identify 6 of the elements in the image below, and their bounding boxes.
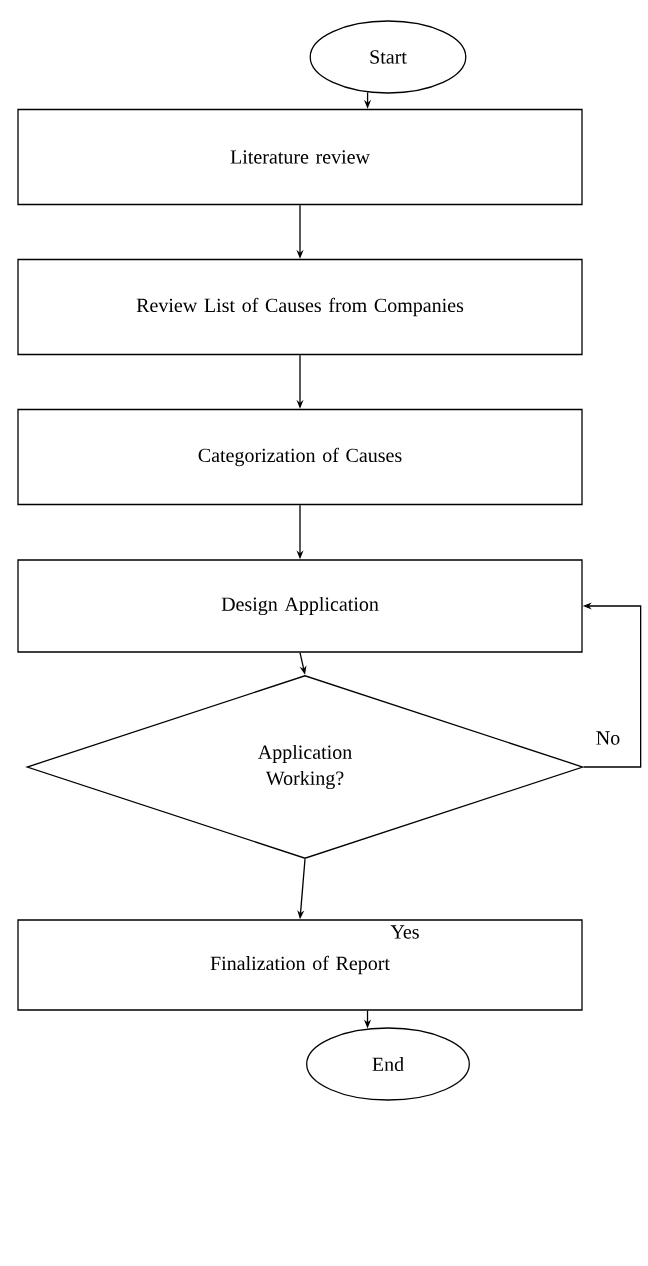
- process-box: Literature review: [17, 108, 583, 206]
- process-box: Categorization of Causes: [17, 408, 583, 506]
- process-box: Design Application: [17, 559, 583, 653]
- edge-label: No: [594, 730, 622, 746]
- process-box: Review List of Causes from Companies: [17, 258, 583, 356]
- edge-label: Yes: [389, 924, 421, 940]
